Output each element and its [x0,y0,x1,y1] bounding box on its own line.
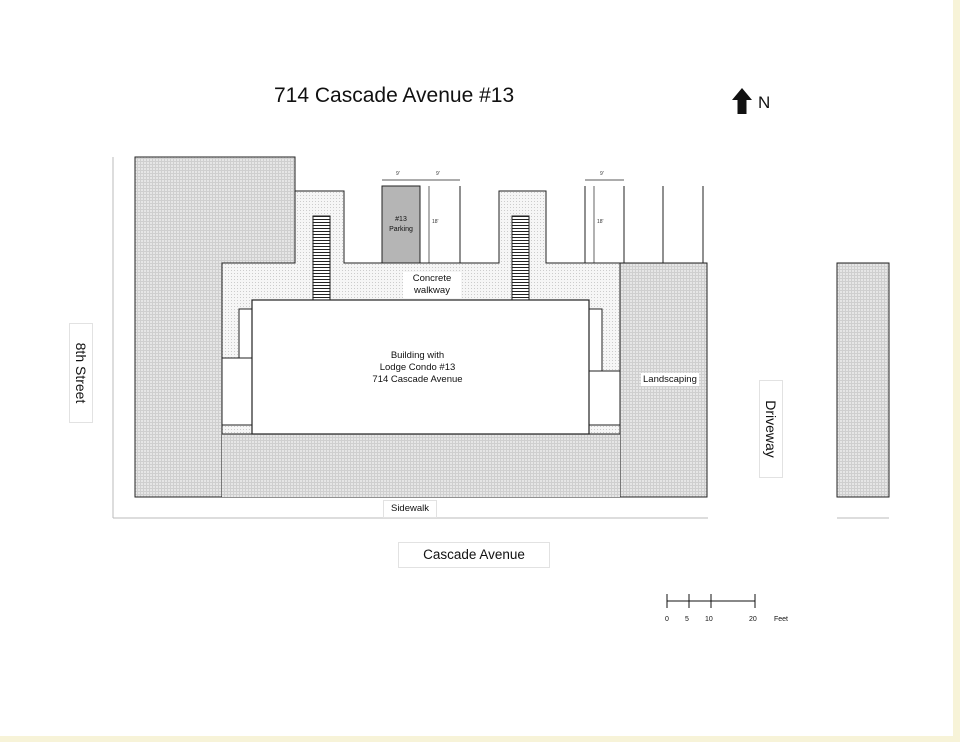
scale-tick-label: 10 [705,616,713,623]
scale-tick-label: 20 [749,616,757,623]
driveway-label: Driveway [759,380,783,478]
stairs-east [511,215,530,309]
stairs-west [312,215,331,309]
scale-bar [666,594,756,608]
east-porch [588,370,621,426]
west-porch-small [238,308,253,359]
dimension-width-label: 9' [600,171,604,177]
west-porch [221,357,253,426]
building-label-line: Building with [390,350,445,361]
walkway-label-line: Concrete [412,273,452,284]
east-porch-small [588,308,603,372]
scale-tick-label: 5 [685,616,689,623]
north-label: N [758,93,771,112]
parking-stall-13 [381,185,421,264]
dimension-depth-label: 18' [597,219,604,225]
parking-label-line: Parking [389,226,413,233]
landscaping-label: Landscaping [641,373,699,386]
building-label-line: 714 Cascade Avenue [372,374,463,385]
landscaping-south-strip [222,434,620,497]
scale-tick-label: 0 [665,616,669,623]
dimension-lines [382,179,624,263]
dimension-width-label: 9' [396,171,400,177]
parking-label-line: #13 [395,216,407,223]
building-label: Building with Lodge Condo #13 714 Cascad… [367,348,468,388]
building-label-line: Lodge Condo #13 [379,362,456,373]
street-label-8th-street-text: 8th Street [73,342,89,404]
street-label-cascade-avenue: Cascade Avenue [398,542,550,568]
street-label-8th-street: 8th Street [69,323,93,423]
driveway-label-text: Driveway [763,400,779,458]
scale-unit-label: Feet [774,616,789,623]
dimension-width-label: 9' [436,171,440,177]
north-arrow-icon [732,88,752,114]
concrete-walkway-label: Concrete walkway [403,272,461,298]
sidewalk-label: Sidewalk [383,500,437,518]
walkway-label-line: walkway [414,285,450,296]
neighbor-lot-hatch [836,262,890,498]
dimension-depth-label: 18' [432,219,439,225]
parking-label: #13 Parking [384,215,418,235]
map-title: 714 Cascade Avenue #13 [274,84,515,107]
